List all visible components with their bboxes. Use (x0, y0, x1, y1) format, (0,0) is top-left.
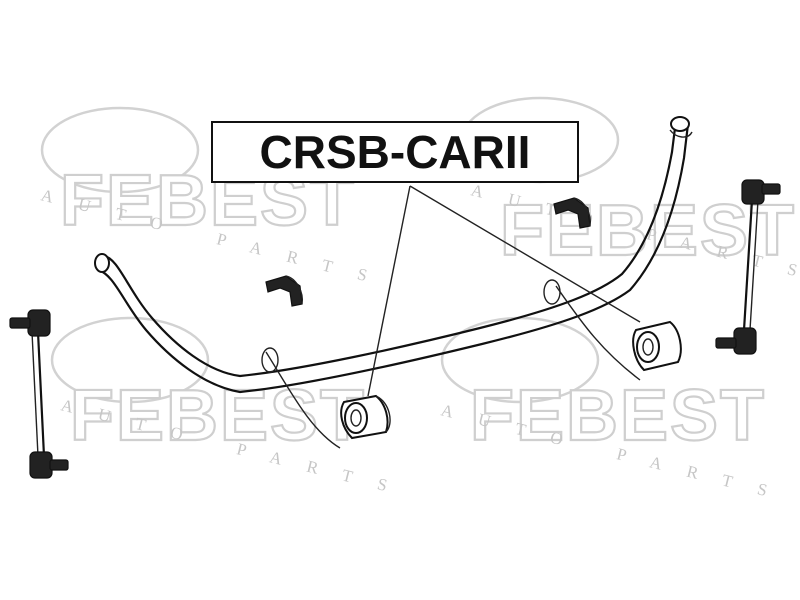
watermark-brand: FEBEST (70, 376, 366, 456)
watermark-top-left: FEBEST AUTO PARTS (39, 106, 394, 291)
bracket-left-icon (265, 275, 303, 307)
leader-lines (367, 185, 641, 397)
bushing-right-icon (632, 320, 682, 372)
stabilizer-link-right-icon (715, 179, 781, 355)
watermark-emblem-icon (50, 316, 210, 404)
watermark-brand: FEBEST (500, 191, 796, 271)
bar-end-right (670, 116, 690, 132)
stabilizer-link-left-icon (9, 309, 69, 479)
bar-end-left (94, 253, 110, 273)
part-number-label: CRSB-CARII (211, 121, 579, 183)
bushing-lower-icon (340, 394, 391, 440)
watermark-brand: FEBEST (470, 376, 766, 456)
stabilizer-bar-icon (94, 116, 693, 394)
watermark-emblem-icon (40, 106, 200, 194)
bracket-right-icon (553, 197, 591, 229)
watermark-top-right: FEBEST AUTO PARTS (460, 96, 800, 286)
mounting-guides (265, 285, 641, 449)
